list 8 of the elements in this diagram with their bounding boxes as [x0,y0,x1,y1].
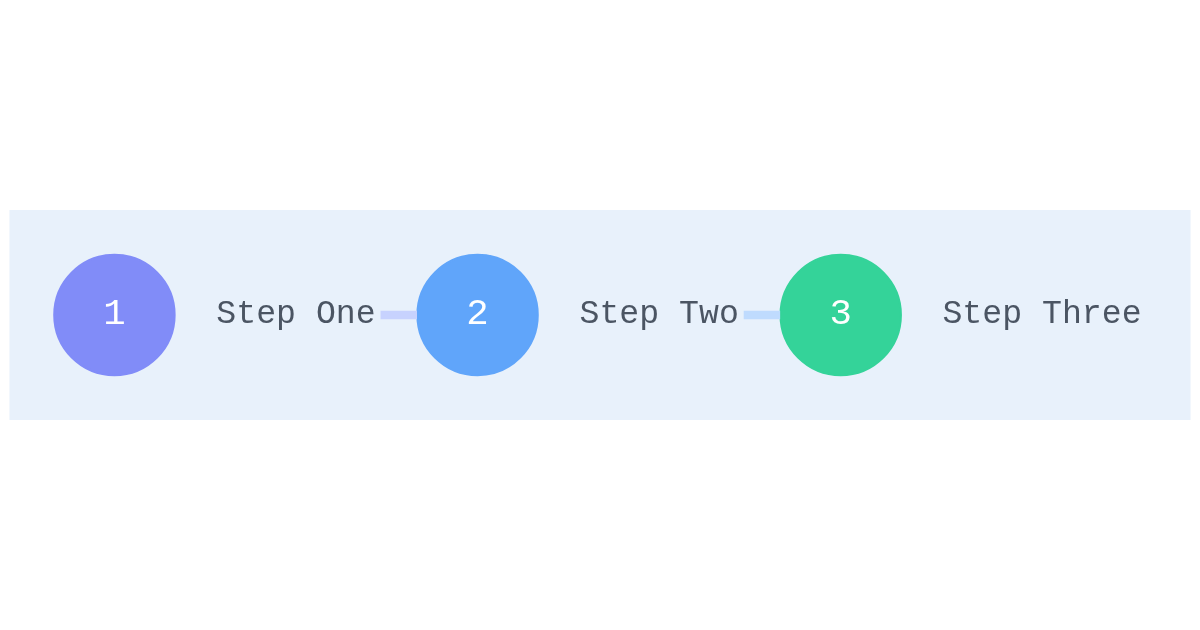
connector [380,310,417,320]
node-text: Step Three [942,294,1142,333]
connector [743,310,781,320]
node-text: Step One [216,294,376,333]
node-circle: 3 [779,253,902,377]
node-text: Step Two [579,294,739,333]
node-circle: 1 [53,253,176,377]
node-circle: 2 [416,253,539,377]
